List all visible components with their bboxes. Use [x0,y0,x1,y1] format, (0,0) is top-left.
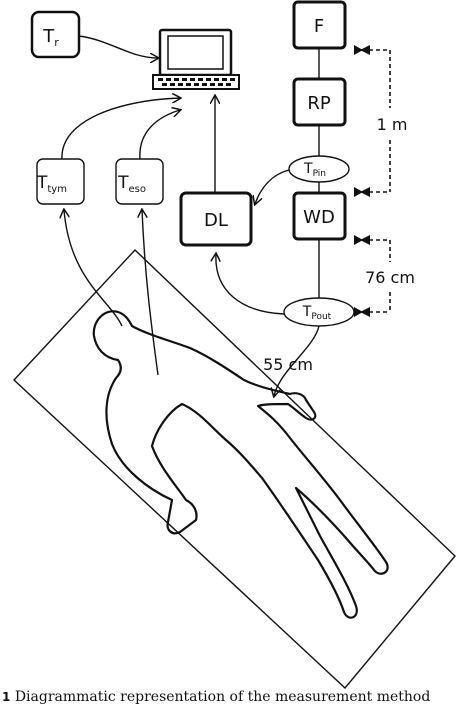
ttym-sensor-box: Ttym [36,158,85,205]
arrow-tr-to-computer [78,35,158,58]
wd-box: WD [292,191,347,241]
teso-label: T [117,173,129,193]
svg-text:TPout: TPout [302,304,332,322]
distance-label-lower: 76 cm [365,268,415,287]
caption-number: 1 [2,690,11,704]
tpout-label: T [302,304,312,320]
arrowhead-upper-bottom [360,187,370,197]
distance-label-upper: 1 m [377,115,408,134]
human-body-outline [92,310,389,619]
arrow-tpout-to-dl [216,254,285,315]
tr-sensor-box: Tr [30,10,81,59]
arrow-ttym-to-computer [61,98,180,160]
tr-subscript: r [54,36,59,49]
figure-caption: 1 Diagrammatic representation of the mea… [2,690,474,705]
tpout-sensor: TPout [283,297,355,327]
line-body-to-teso [142,210,159,376]
arrowhead-lower-top [360,235,370,245]
line-body-to-ttym [64,210,123,327]
teso-subscript: eso [128,184,145,195]
arrow-teso-to-computer [139,110,180,160]
arrow-tpin-to-dl [255,169,290,204]
tpout-subscript: Pout [311,312,331,322]
distance-marker-upper [354,45,391,197]
computer-icon [152,28,240,90]
svg-text:Ttym: Ttym [36,173,67,195]
ttym-label: T [36,173,48,193]
f-label: F [314,16,324,37]
teso-sensor-box: Teso [115,158,164,205]
distance-marker-lower [354,235,391,317]
tpin-subscript: Pin [313,169,326,179]
rp-box: RP [292,77,347,127]
wd-label: WD [303,207,335,228]
svg-text:TPin: TPin [303,161,326,179]
tpin-sensor: TPin [288,155,350,183]
ttym-subscript: tym [47,184,67,195]
tube-tpout-to-hand [274,325,320,396]
tpin-label: T [303,161,313,177]
tr-label: T [42,26,55,47]
caption-text: Diagrammatic representation of the measu… [14,690,431,705]
svg-text:Tr: Tr [42,26,59,49]
bed-outline [13,249,456,690]
dl-box: DL [179,191,253,247]
arrowhead-upper-top [360,45,370,55]
rp-label: RP [307,93,331,114]
distance-label-body: 55 cm [263,355,313,374]
dl-label: DL [204,210,228,231]
svg-text:Teso: Teso [117,173,146,195]
f-box: F [292,0,347,50]
arrowhead-lower-bottom [360,307,370,317]
